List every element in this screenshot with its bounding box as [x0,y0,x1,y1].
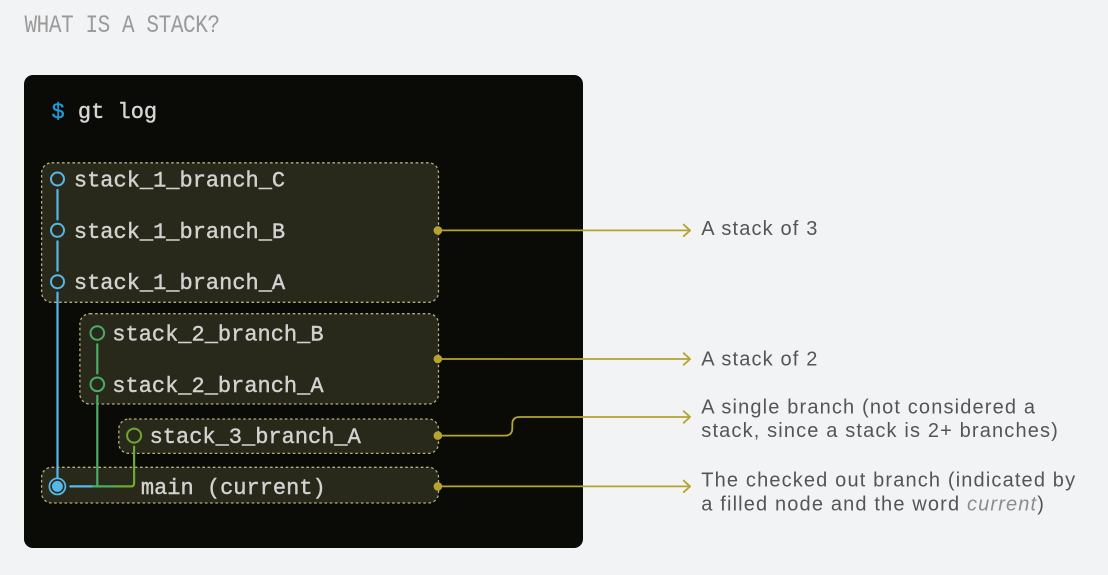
svg-text:The checked out branch (indica: The checked out branch (indicated by [701,470,1076,492]
svg-text:WHAT IS A STACK?: WHAT IS A STACK? [25,12,220,40]
svg-text:A single branch (not considere: A single branch (not considered a [701,396,1036,418]
svg-text:a filled node and the word cur: a filled node and the word current) [701,493,1045,515]
svg-text:A stack of 3: A stack of 3 [701,218,818,240]
svg-text:stack, since a stack is 2+ bra: stack, since a stack is 2+ branches) [701,420,1059,442]
svg-text:stack_2_branch_B: stack_2_branch_B [112,323,323,348]
svg-text:$: $ [52,100,65,125]
svg-text:stack_1_branch_A: stack_1_branch_A [74,271,286,296]
svg-text:gt log: gt log [78,100,157,125]
svg-text:stack_1_branch_B: stack_1_branch_B [74,220,285,245]
svg-text:stack_2_branch_A: stack_2_branch_A [112,374,324,399]
svg-text:A stack of 2: A stack of 2 [701,348,818,370]
svg-text:stack_1_branch_C: stack_1_branch_C [74,169,285,194]
svg-text:stack_3_branch_A: stack_3_branch_A [150,425,362,450]
svg-text:main (current): main (current) [141,476,326,501]
